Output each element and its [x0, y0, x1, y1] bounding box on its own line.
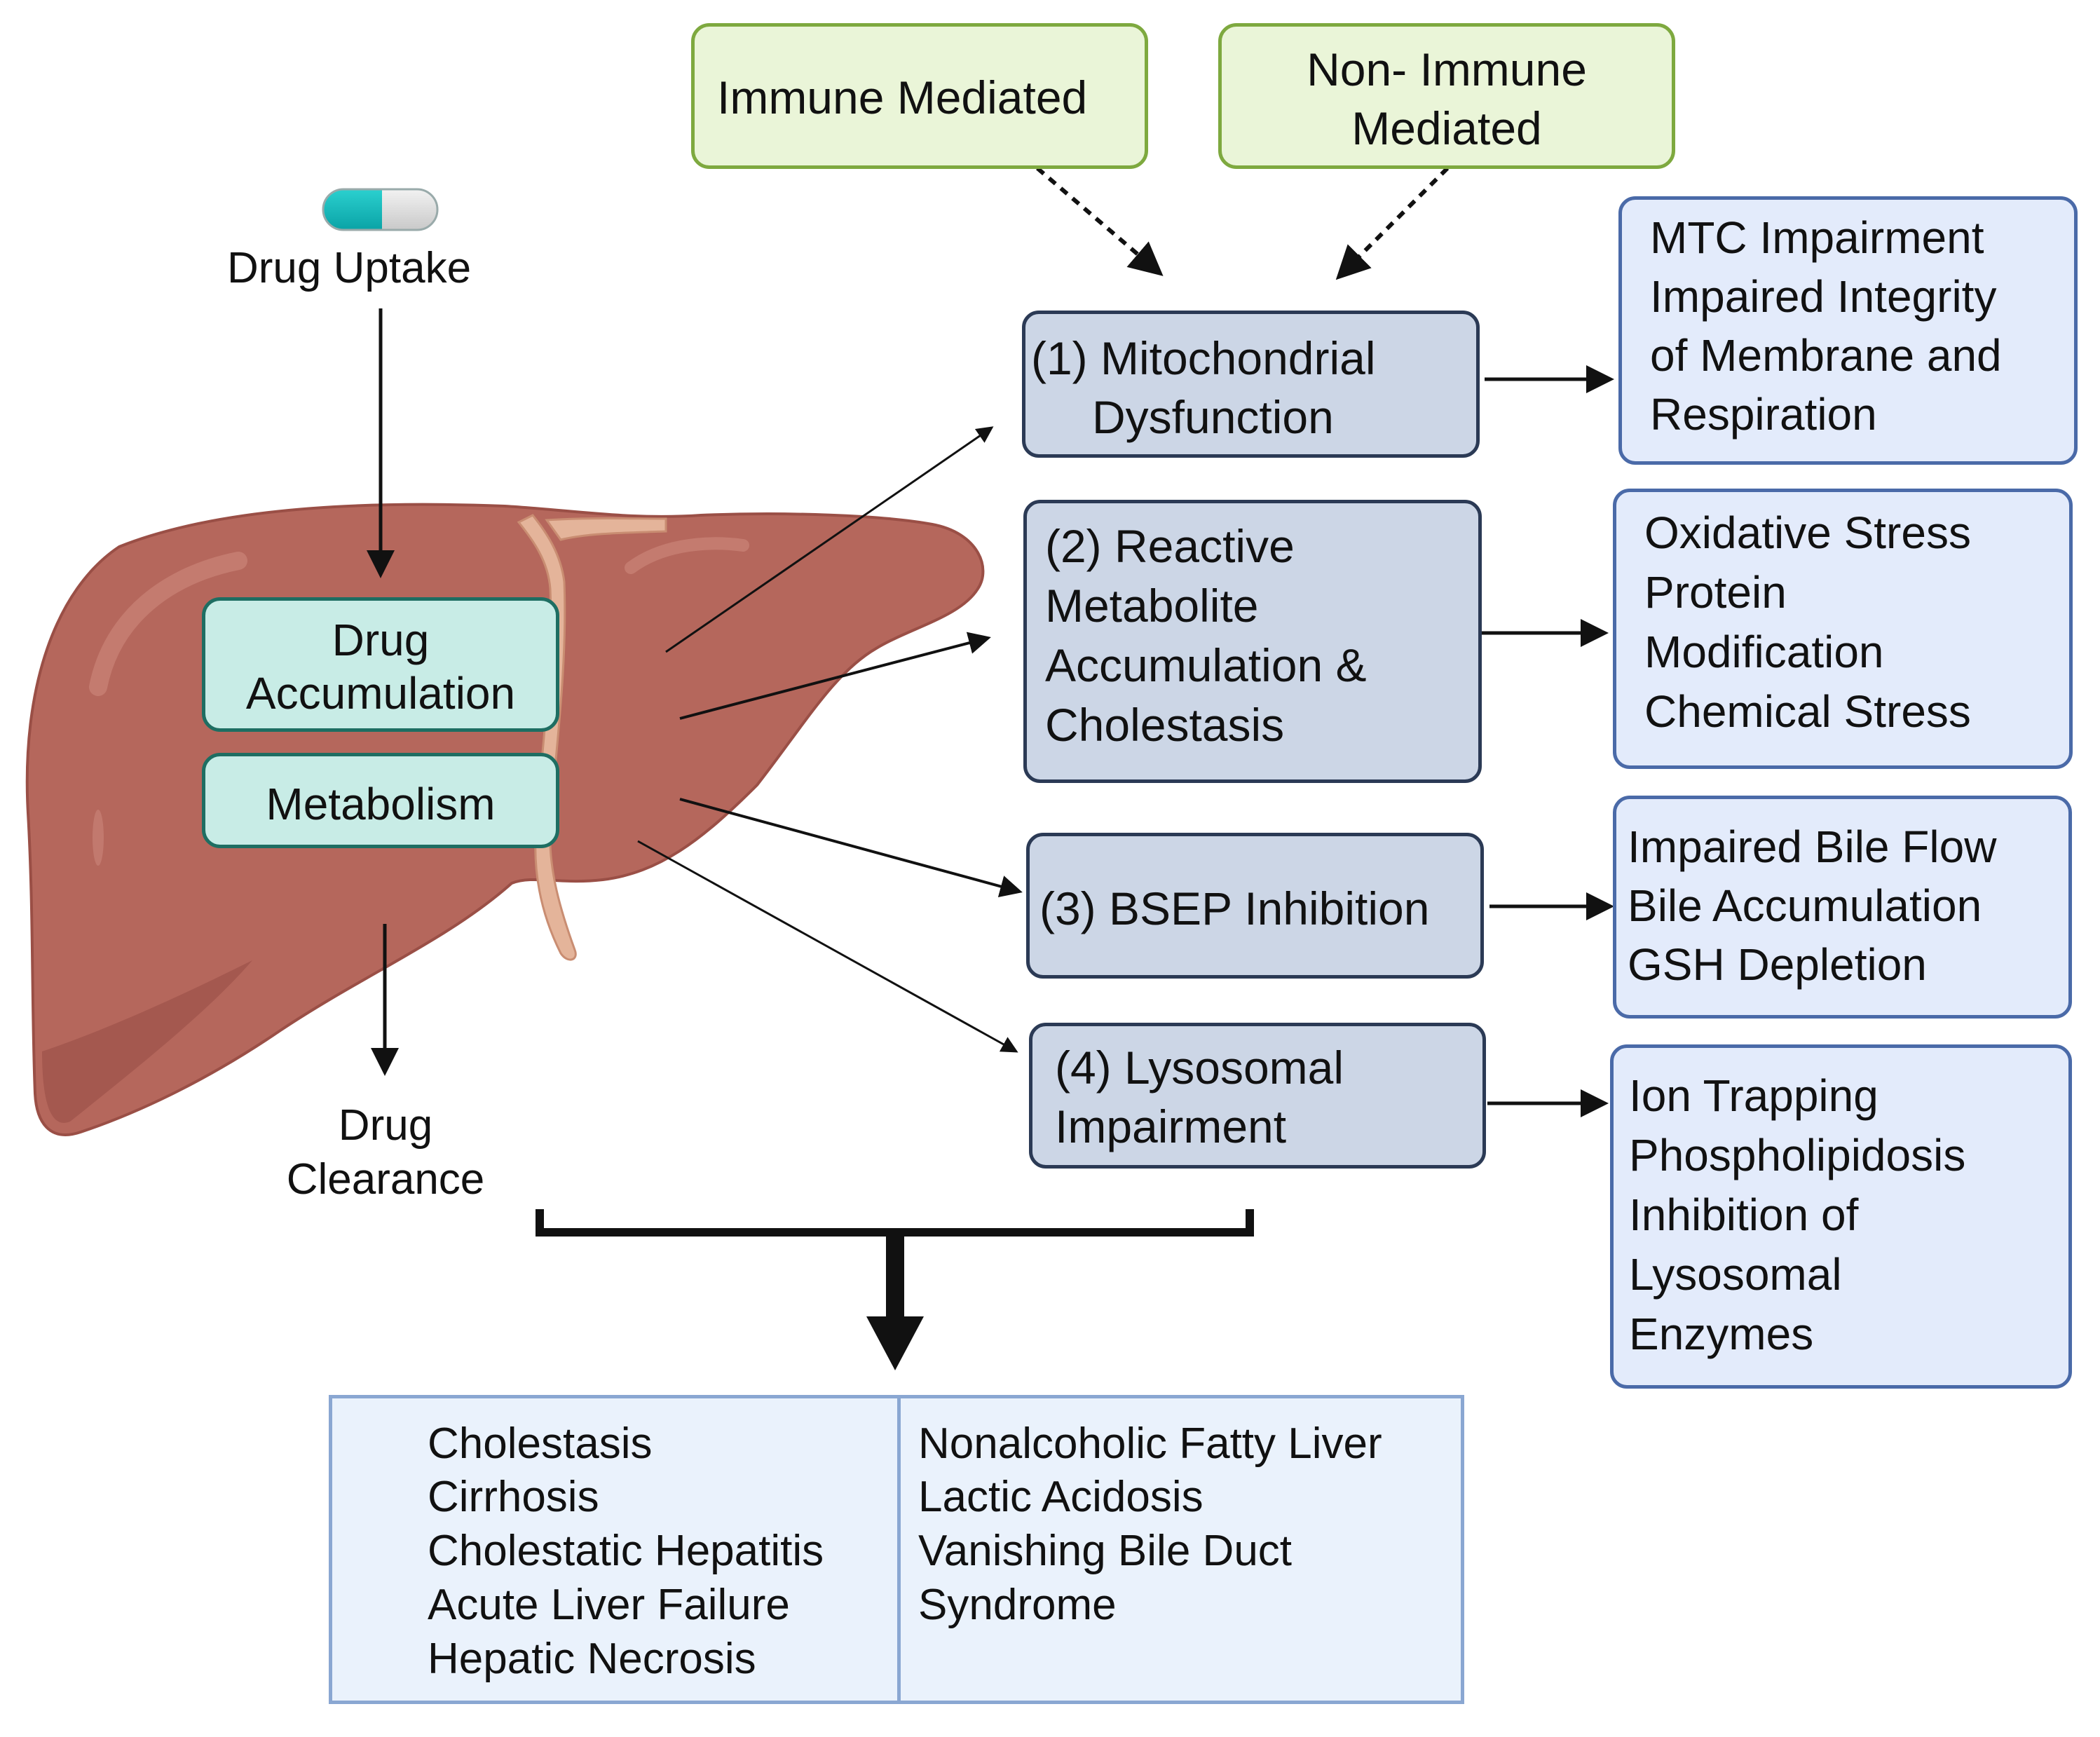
mechanism-1-box: (1) Mitochondrial Dysfunction [1022, 311, 1480, 458]
mechanism-4-line1: (4) Lysosomal [1055, 1042, 1344, 1094]
big-arrow-shaft [886, 1232, 904, 1320]
outcome-right-2: Lactic Acidosis [918, 1473, 1204, 1521]
effect-1-line4: Respiration [1650, 389, 1877, 440]
effect-2-line4: Chemical Stress [1644, 686, 1971, 737]
effect-4-line4: Lysosomal [1629, 1249, 1842, 1300]
arrow-liver-to-lysosomal [637, 840, 1018, 1053]
mechanism-3-box: (3) BSEP Inhibition [1026, 833, 1484, 979]
outcome-left-1: Cholestasis [428, 1419, 653, 1468]
mechanism-2-line3: Accumulation & [1045, 639, 1367, 691]
drug-accumulation-box: Drug Accumulation [202, 597, 559, 732]
metabolism-label: Metabolism [266, 779, 496, 829]
mechanism-2-line1: (2) Reactive [1045, 520, 1295, 572]
arrow-liver-to-reactive [679, 632, 991, 720]
effect-4-box: Ion Trapping Phospholipidosis Inhibition… [1610, 1044, 2072, 1389]
effect-3-line3: GSH Depletion [1628, 939, 1927, 990]
big-arrow-head [866, 1316, 924, 1370]
effect-2-line3: Modification [1644, 627, 1884, 677]
effect-4-line1: Ion Trapping [1629, 1070, 1879, 1121]
outcomes-divider [897, 1398, 901, 1701]
effect-1-box: MTC Impairment Impaired Integrity of Mem… [1618, 196, 2078, 465]
effect-1-line2: Impaired Integrity [1650, 271, 1997, 322]
outcome-left-3: Cholestatic Hepatitis [428, 1527, 824, 1575]
outcome-left-2: Cirrhosis [428, 1473, 599, 1521]
immune-mediated-label: Immune Mediated [717, 71, 1088, 123]
mechanism-2-line4: Cholestasis [1045, 699, 1285, 751]
drug-clearance-line1: Drug [338, 1101, 433, 1150]
effect-3-line2: Bile Accumulation [1628, 880, 1982, 931]
mechanism-1-line2: Dysfunction [1092, 391, 1334, 443]
outcome-left-5: Hepatic Necrosis [428, 1635, 756, 1683]
mechanism-2-box: (2) Reactive Metabolite Accumulation & C… [1023, 500, 1482, 783]
drug-clearance-line2: Clearance [286, 1155, 485, 1204]
effect-3-line1: Impaired Bile Flow [1628, 822, 1997, 872]
mechanism-4-line2: Impairment [1055, 1101, 1287, 1152]
non-immune-label-line1: Non- Immune [1307, 43, 1587, 95]
metabolism-box: Metabolism [202, 753, 559, 848]
mechanism-2-line2: Metabolite [1045, 580, 1259, 632]
effect-3-box: Impaired Bile Flow Bile Accumulation GSH… [1613, 796, 2072, 1019]
mechanism-3-line1: (3) BSEP Inhibition [1039, 883, 1430, 934]
effect-2-line2: Protein [1644, 567, 1787, 618]
effect-2-line1: Oxidative Stress [1644, 508, 1971, 558]
drug-uptake-label: Drug Uptake [227, 244, 472, 292]
outcomes-table: Cholestasis Cirrhosis Cholestatic Hepati… [329, 1395, 1464, 1704]
mechanism-1-line1: (1) Mitochondrial [1031, 332, 1376, 384]
effect-2-box: Oxidative Stress Protein Modification Ch… [1613, 489, 2073, 769]
effect-1-line3: of Membrane and [1650, 330, 2002, 381]
mechanism-4-box: (4) Lysosomal Impairment [1029, 1023, 1486, 1169]
outcome-right-3: Vanishing Bile Duct [918, 1527, 1293, 1575]
arrow-immune-to-mito [1036, 166, 1164, 276]
convergence-bracket [536, 1209, 1254, 1237]
non-immune-mediated-box: Non- Immune Mediated [1218, 23, 1675, 169]
arrow-liver-to-bsep [679, 798, 1023, 898]
effect-1-line1: MTC Impairment [1650, 212, 1984, 263]
drug-accumulation-line1: Drug [332, 615, 430, 665]
arrow-nonimmune-to-mito [1335, 166, 1450, 280]
effect-4-line5: Enzymes [1629, 1309, 1814, 1359]
effect-4-line3: Inhibition of [1629, 1190, 1859, 1240]
outcome-left-4: Acute Liver Failure [428, 1581, 790, 1629]
outcome-right-1: Nonalcoholic Fatty Liver [918, 1419, 1382, 1468]
effect-4-line2: Phospholipidosis [1629, 1130, 1966, 1180]
capsule-icon [322, 188, 439, 231]
immune-mediated-box: Immune Mediated [691, 23, 1148, 169]
non-immune-label-line2: Mediated [1351, 102, 1542, 154]
drug-accumulation-line2: Accumulation [245, 668, 516, 718]
outcome-right-4: Syndrome [918, 1581, 1117, 1629]
arrow-liver-to-mito [665, 426, 994, 653]
